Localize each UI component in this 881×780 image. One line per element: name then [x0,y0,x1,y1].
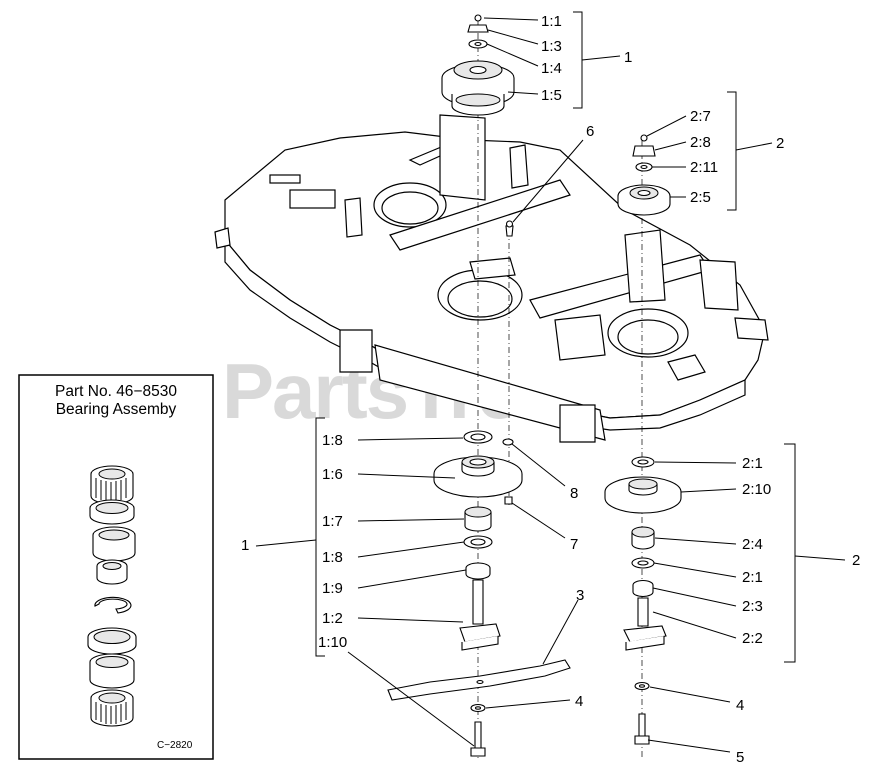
callout-4-left: 4 [575,693,583,710]
callout-2-1-lower: 2:1 [742,569,763,586]
callout-1-8-lower: 1:8 [322,549,343,566]
callout-1-4: 1:4 [541,60,562,77]
callout-1-5: 1:5 [541,87,562,104]
callout-group-2-top: 2 [776,135,784,152]
bearing-spacer-icon [96,559,128,585]
bearing-assembly-inset: Part No. 46−8530 Bearing Assemby [18,374,214,760]
mower-deck-housing [214,114,769,443]
leader-lines [255,11,846,753]
callout-1-1: 1:1 [541,13,562,30]
drawing-code: C−2820 [157,740,193,751]
callout-7: 7 [570,536,578,553]
left-spindle-top-parts [441,14,515,116]
callout-group-1-top: 1 [624,49,632,66]
callout-1-9: 1:9 [322,580,343,597]
callout-5: 5 [736,749,744,766]
middle-bearing-cup-icon [92,526,136,562]
right-spindle-lower-parts [604,456,682,651]
callout-3: 3 [576,587,584,604]
callout-2-11: 2:11 [690,159,718,176]
right-spindle-top-parts [617,134,671,216]
callout-2-1-upper: 2:1 [742,455,763,472]
inset-title-part-number: Part No. 46−8530 [55,383,177,400]
callout-8: 8 [570,485,578,502]
callout-2-4: 2:4 [742,536,763,553]
blade-hardware [470,681,650,757]
callout-4-right: 4 [736,697,744,714]
lower-bearing-race-icon [89,653,135,689]
callout-2-8: 2:8 [690,134,711,151]
callout-1-7: 1:7 [322,513,343,530]
callout-group-2-bottom: 2 [852,552,860,569]
callout-1-8-upper: 1:8 [322,432,343,449]
callout-2-2: 2:2 [742,630,763,647]
callout-1-3: 1:3 [541,38,562,55]
snap-ring-icon [94,596,132,614]
callout-2-10: 2:10 [742,481,771,498]
small-hardware [502,438,514,505]
grease-fitting [505,220,514,237]
callout-1-2: 1:2 [322,610,343,627]
callout-labels: 1:1 1:3 1:4 1:5 1 2:7 2:8 2:11 2:5 2 6 1… [241,13,860,766]
inset-title-description: Bearing Assemby [56,401,177,418]
lower-bearing-cup-icon [87,627,137,655]
callout-1-10: 1:10 [318,634,347,651]
callout-group-1-bottom: 1 [241,537,249,554]
left-spindle-lower-parts [433,430,523,651]
callout-2-3: 2:3 [742,598,763,615]
callout-2-7: 2:7 [690,108,711,125]
upper-roller-bearing-icon [90,465,134,505]
callout-6: 6 [586,123,594,140]
mower-blade [387,659,571,701]
lower-roller-bearing-icon [90,689,134,727]
callout-2-5: 2:5 [690,189,711,206]
callout-1-6: 1:6 [322,466,343,483]
upper-bearing-cup-icon [89,499,135,525]
